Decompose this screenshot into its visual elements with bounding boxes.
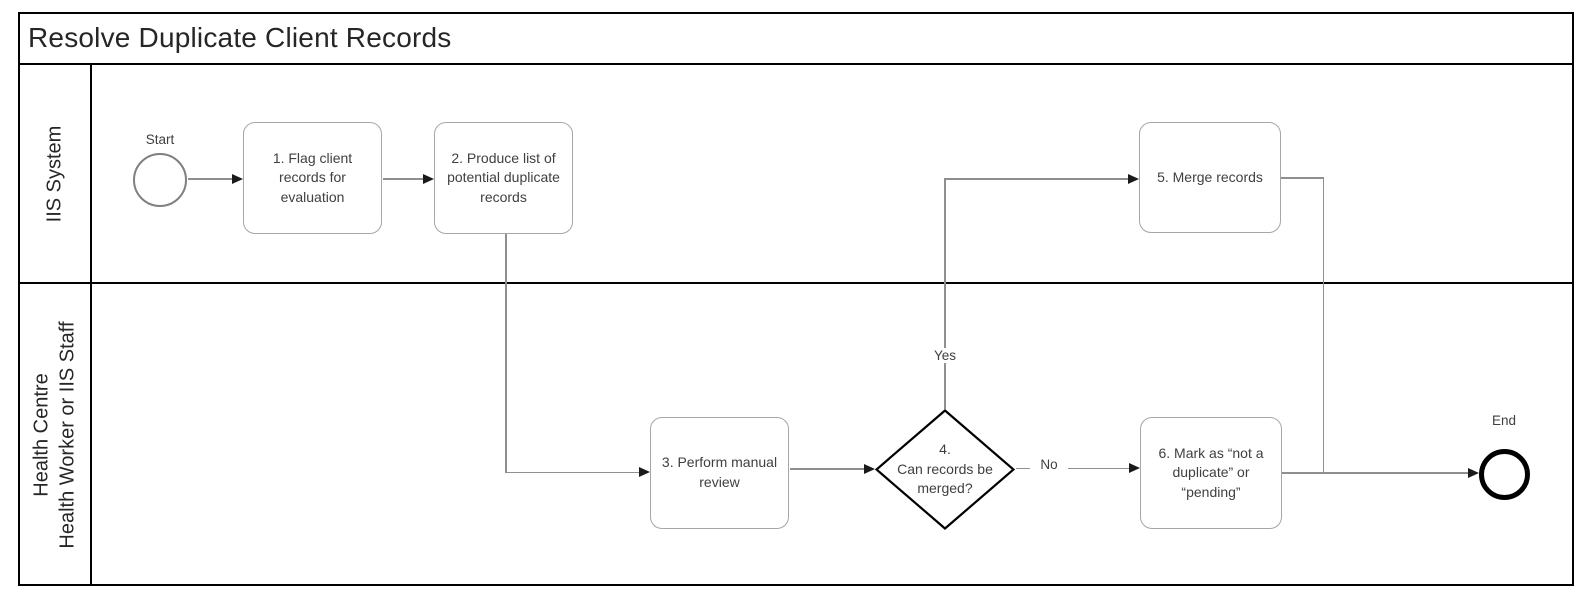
arrowhead-end (1468, 467, 1479, 478)
task-flag-client-records-label: 1. Flag client records for evaluation (272, 149, 353, 205)
connector-task6-to-end (1282, 472, 1468, 474)
connector-no-to-task6 (1016, 467, 1129, 469)
connector-task1-to-task2 (383, 178, 423, 180)
decision-diamond-shape (875, 409, 1015, 530)
end-event-label: End (1491, 413, 1517, 428)
arrowhead-task3 (639, 467, 650, 477)
task-mark-not-duplicate-label: 6. Mark as “not a duplicate” or “pending… (1158, 444, 1264, 500)
arrowhead-decision (864, 463, 875, 474)
lane-health-centre-label-line2: Health Worker or IIS Staff (56, 321, 79, 549)
lane-health-centre-label-line1: Health Centre (30, 373, 53, 497)
end-event (1479, 449, 1530, 500)
connector-yes-to-task5 (944, 178, 1128, 180)
lane-iis-system: IIS System (18, 65, 91, 282)
arrowhead-task1 (232, 173, 243, 184)
lane-label-column-divider (90, 65, 92, 586)
task-perform-manual-review: 3. Perform manual review (650, 417, 789, 529)
lane-iis-system-label: IIS System (43, 125, 66, 222)
decision-label: 4. Can records be merged? (887, 409, 1003, 530)
connector-task2-down (505, 234, 507, 473)
task-merge-records-label: 5. Merge records (1157, 168, 1263, 185)
arrowhead-task6 (1129, 463, 1140, 473)
pool-frame (18, 12, 1574, 586)
lane-health-centre: Health Centre Health Worker or IIS Staff (18, 284, 91, 586)
start-event-label: Start (145, 132, 175, 147)
connector-yes-up (944, 179, 946, 409)
decision-can-records-be-merged: 4. Can records be merged? (875, 409, 1015, 530)
lane-divider (18, 282, 1574, 284)
connector-to-task3 (505, 471, 639, 473)
task-mark-not-duplicate: 6. Mark as “not a duplicate” or “pending… (1140, 417, 1282, 529)
arrowhead-task2 (423, 173, 434, 184)
connector-task3-to-decision (790, 468, 864, 470)
decision-number: 4. (939, 441, 951, 458)
arrowhead-task5 (1128, 173, 1139, 184)
task-perform-manual-review-label: 3. Perform manual review (661, 454, 778, 490)
no-edge-label: No (1030, 457, 1068, 472)
task-produce-duplicate-list: 2. Produce list of potential duplicate r… (434, 122, 573, 234)
task-merge-records: 5. Merge records (1139, 122, 1281, 233)
start-event (133, 153, 187, 207)
decision-question: Can records be merged? (897, 460, 993, 497)
task-flag-client-records: 1. Flag client records for evaluation (243, 122, 382, 234)
task-produce-duplicate-list-label: 2. Produce list of potential duplicate r… (447, 149, 560, 205)
diagram-title: Resolve Duplicate Client Records (28, 21, 452, 53)
connector-start-to-task1 (188, 178, 232, 180)
yes-edge-label: Yes (923, 348, 967, 363)
lane-health-centre-label: Health Centre Health Worker or IIS Staff (29, 321, 81, 548)
connector-task5-right (1281, 177, 1324, 179)
pool-title-band: Resolve Duplicate Client Records (18, 12, 1574, 65)
connector-task5-down (1322, 177, 1324, 473)
